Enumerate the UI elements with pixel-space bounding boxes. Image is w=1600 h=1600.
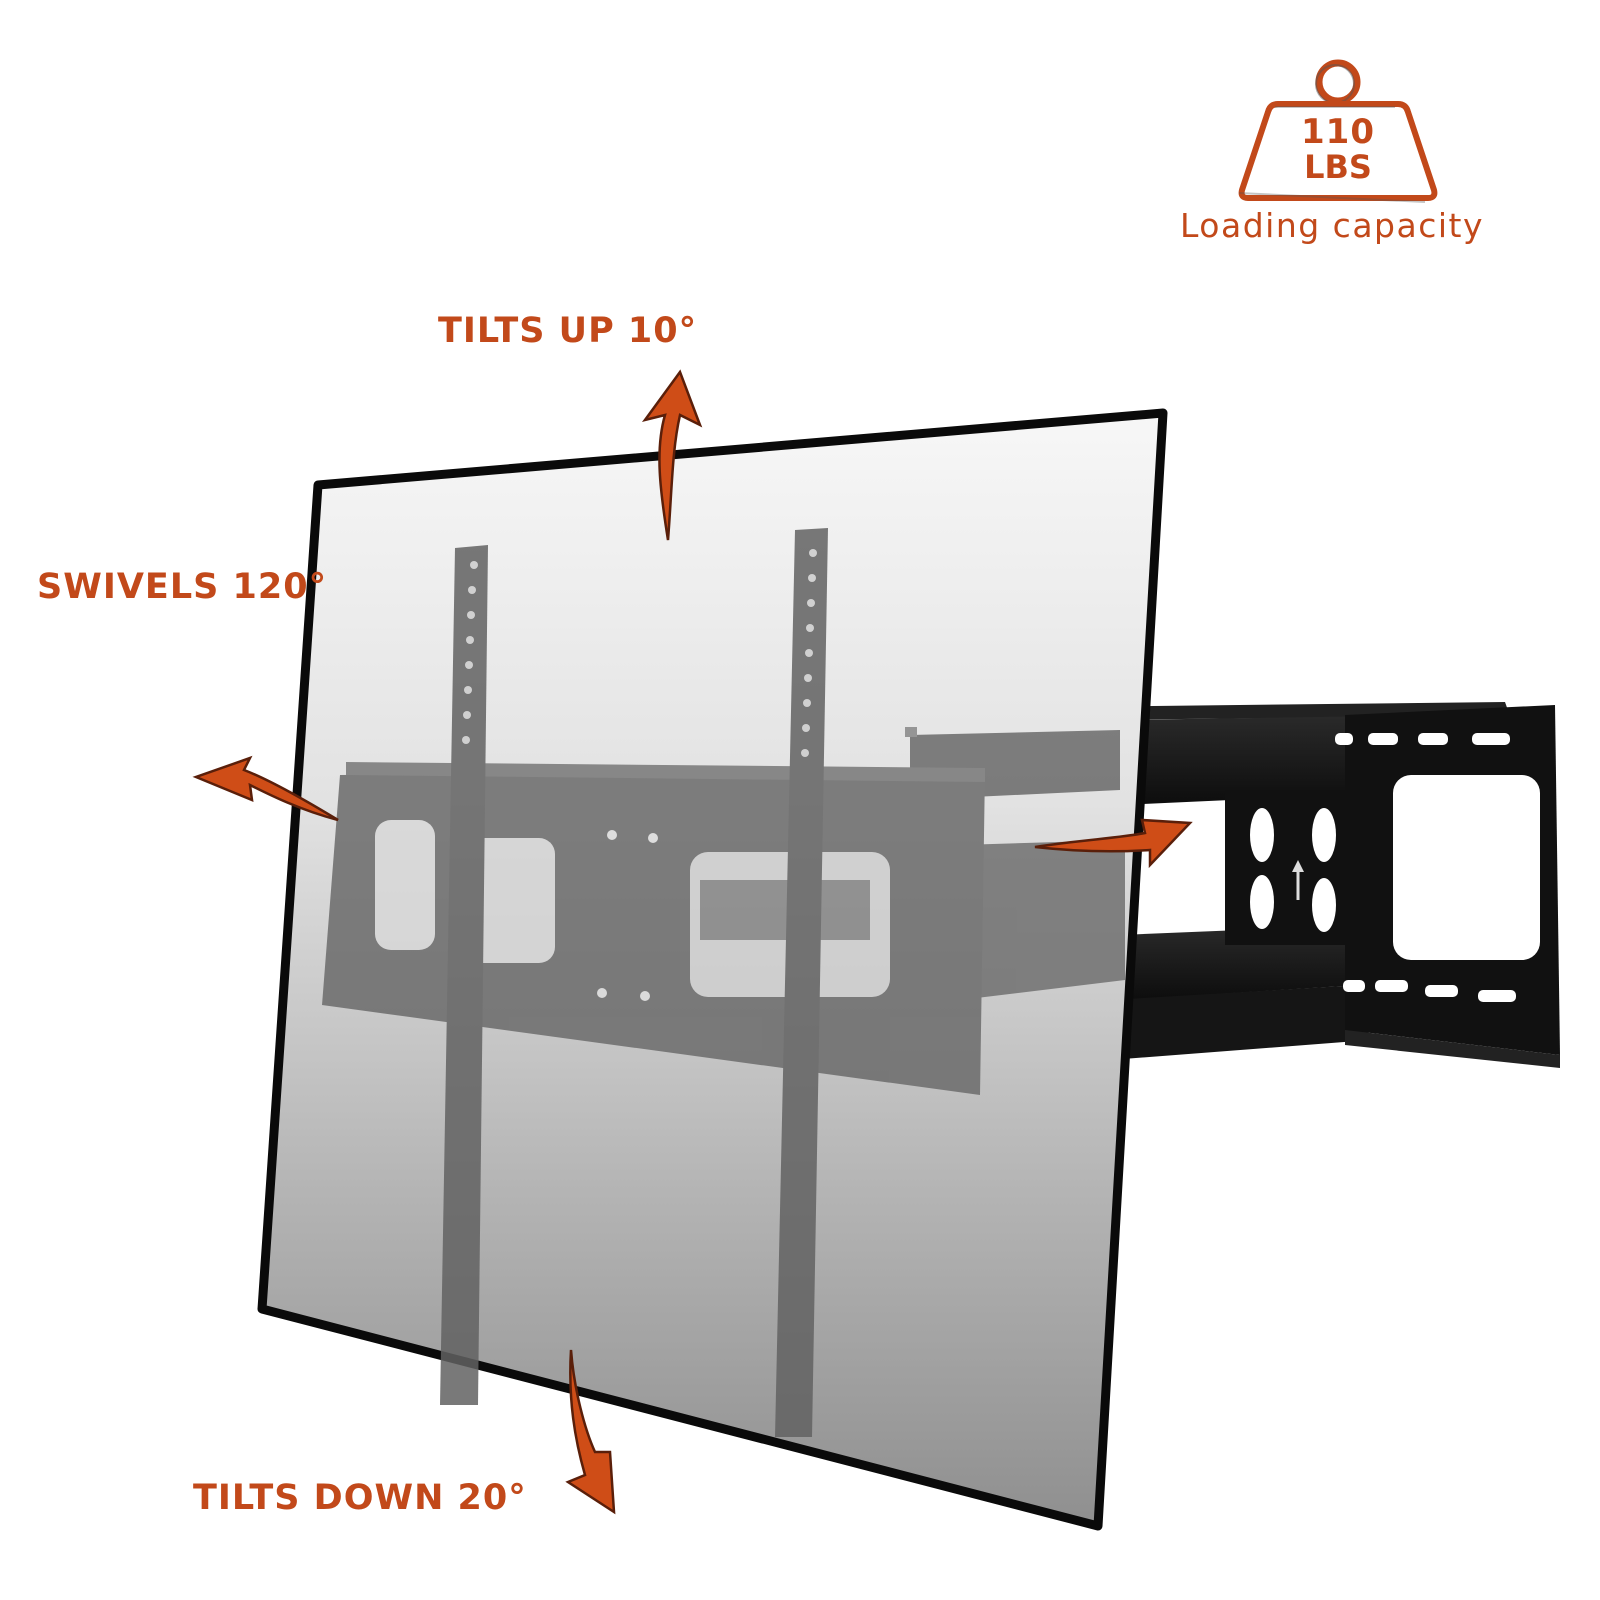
curved-arrow-left-icon <box>192 755 339 822</box>
swivel-label: SWIVELS 120° <box>37 567 328 607</box>
curved-arrow-down-icon <box>565 1349 616 1515</box>
weight-icon <box>1238 59 1438 203</box>
capacity-value: 110 <box>1301 112 1375 152</box>
tilt-down-label: TILTS DOWN 20° <box>193 1478 527 1518</box>
capacity-unit: LBS <box>1304 148 1372 186</box>
wall-bracket <box>1065 702 1560 1068</box>
curved-arrow-right-icon <box>1034 818 1193 869</box>
tilt-up-label: TILTS UP 10° <box>438 311 698 351</box>
loading-capacity-badge: 110 LBS <box>1238 52 1438 202</box>
curved-arrow-up-icon <box>641 369 703 541</box>
capacity-caption: Loading capacity <box>1180 206 1485 245</box>
tv-bracket-ghost <box>322 528 1125 1437</box>
